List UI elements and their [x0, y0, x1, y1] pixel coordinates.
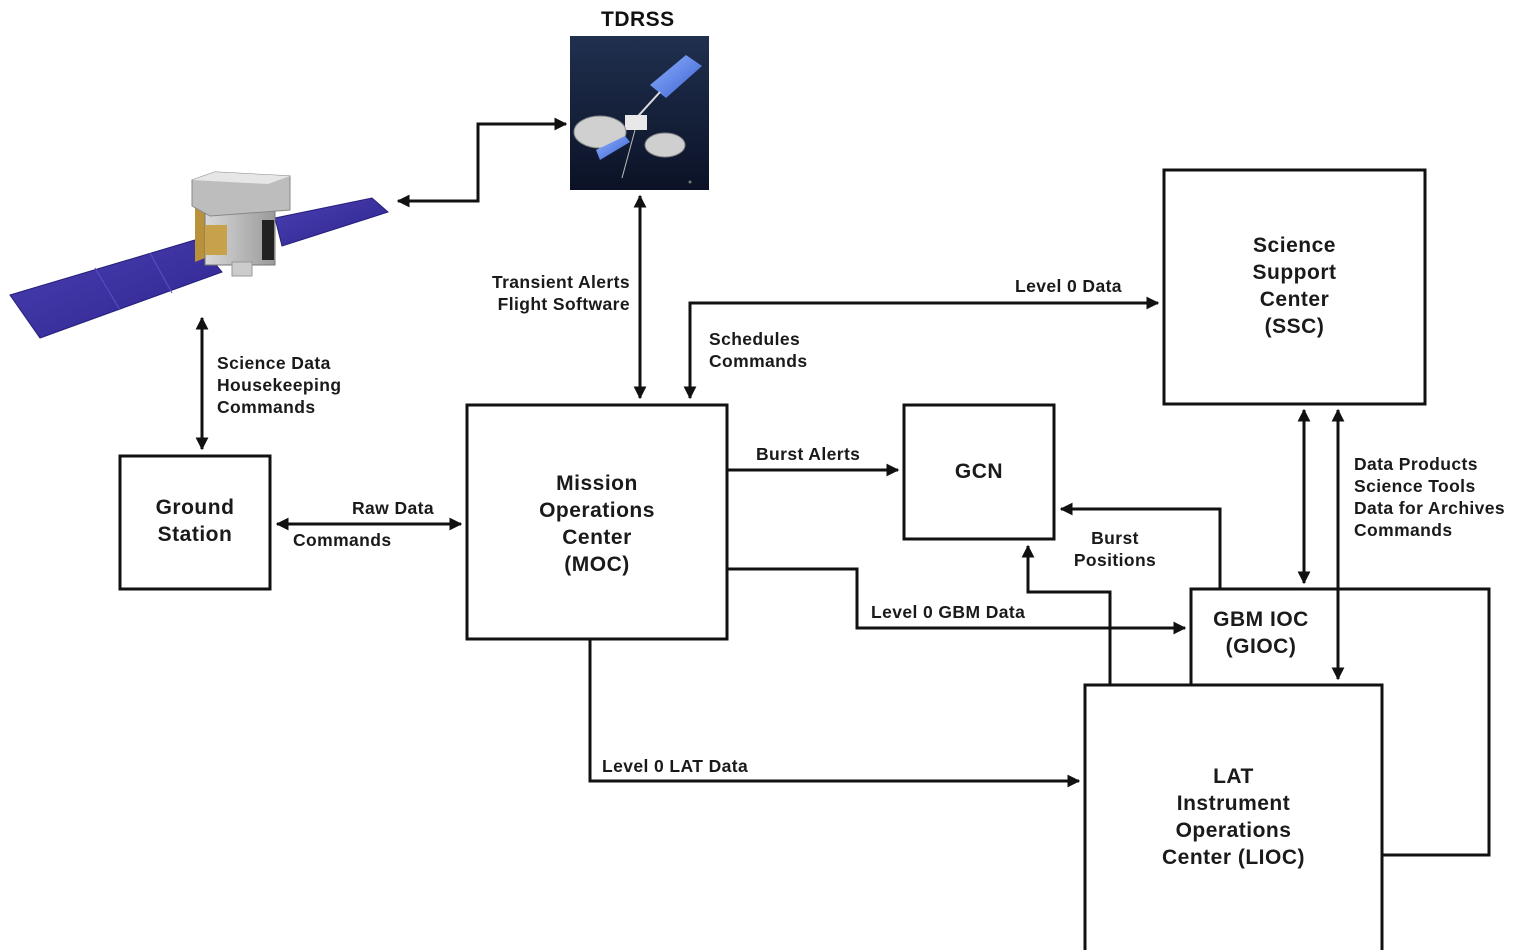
lioc-title-line: Center (LIOC)	[1162, 846, 1305, 869]
label-line: Positions	[1073, 550, 1157, 570]
moc-title: Mission Operations Center (MOC)	[467, 470, 727, 578]
label-line: Burst	[1091, 528, 1139, 548]
label-line: Commands	[709, 351, 808, 371]
gcn-title-line: GCN	[954, 460, 1004, 483]
lioc-title-line: Operations	[1175, 819, 1292, 842]
arrow-lioc-gcn	[1021, 544, 1112, 685]
label-line: Level 0 GBM Data	[871, 602, 1026, 622]
moc-title-line: Operations	[539, 499, 655, 522]
label-line: Data for Archives	[1354, 498, 1506, 518]
gioc-box	[1189, 587, 1491, 857]
label-moc-ssc: Level 0 Data	[1015, 275, 1122, 297]
label-line: Level 0 LAT Data	[602, 756, 749, 776]
gcn-box	[902, 403, 1056, 541]
label-ssc-ioc: Data Products Science Tools Data for Arc…	[1354, 453, 1505, 541]
label-line: Science Tools	[1354, 476, 1476, 496]
label-tdrss-moc: Transient Alerts Flight Software	[472, 271, 630, 315]
gcn-title: GCN	[904, 458, 1054, 485]
label-line: Commands	[1354, 520, 1453, 540]
label-line: Housekeeping	[217, 375, 342, 395]
lioc-title-line: LAT	[1213, 765, 1254, 788]
label-burst-alerts: Burst Alerts	[756, 443, 860, 465]
label-line: Raw Data	[352, 498, 434, 518]
moc-title-line: (MOC)	[564, 553, 630, 576]
arrow-spacecraft-tdrss	[396, 117, 568, 208]
arrow-gioc-gcn	[1059, 502, 1222, 589]
tdrss-satellite-image	[570, 36, 709, 190]
ssc-title-line: (SSC)	[1264, 315, 1325, 338]
ssc-title-line: Science	[1253, 234, 1336, 257]
arrow-moc-lioc	[588, 639, 1081, 788]
ground-station-title-line: Ground	[155, 496, 235, 519]
label-line: Science Data	[217, 353, 331, 373]
ssc-box	[1162, 168, 1427, 406]
label-line: Data Products	[1354, 454, 1478, 474]
moc-title-line: Center	[562, 526, 632, 549]
label-ssc-moc: Schedules Commands	[709, 328, 808, 372]
moc-title-line: Mission	[556, 472, 638, 495]
label-line: Level 0 Data	[1015, 276, 1122, 296]
label-line: Flight Software	[497, 294, 630, 314]
lioc-box	[1083, 683, 1384, 950]
gioc-title: GBM IOC (GIOC)	[1191, 606, 1331, 660]
ssc-title: Science Support Center (SSC)	[1164, 232, 1425, 340]
label-line: Commands	[217, 397, 316, 417]
label-line: Transient Alerts	[491, 272, 630, 292]
ground-station-title-line: Station	[157, 523, 233, 546]
ground-station-title: Ground Station	[120, 494, 270, 548]
ssc-title-line: Support	[1252, 261, 1337, 284]
arrow-moc-gioc	[727, 567, 1187, 635]
label-raw-data: Raw Data	[352, 497, 434, 519]
label-burst-positions: Burst Positions	[1069, 527, 1161, 571]
label-commands: Commands	[293, 529, 392, 551]
label-level0-gbm: Level 0 GBM Data	[871, 601, 1025, 623]
gioc-title-line: (GIOC)	[1225, 635, 1297, 658]
gioc-title-line: GBM IOC	[1213, 608, 1309, 631]
arrow-moc-ssc	[683, 296, 1160, 400]
lioc-title-line: Instrument	[1176, 792, 1291, 815]
spacecraft-illustration	[9, 171, 389, 339]
lioc-title: LAT Instrument Operations Center (LIOC)	[1085, 763, 1382, 871]
label-line: Schedules	[709, 329, 801, 349]
ssc-title-line: Center	[1259, 288, 1330, 311]
label-line: Commands	[293, 530, 392, 550]
moc-box	[465, 403, 729, 641]
ground-station-box	[118, 454, 272, 591]
label-level0-lat: Level 0 LAT Data	[602, 755, 748, 777]
label-line: Burst Alerts	[756, 444, 861, 464]
label-spacecraft-ground: Science Data Housekeeping Commands	[217, 352, 341, 418]
tdrss-title: TDRSS	[601, 8, 675, 31]
